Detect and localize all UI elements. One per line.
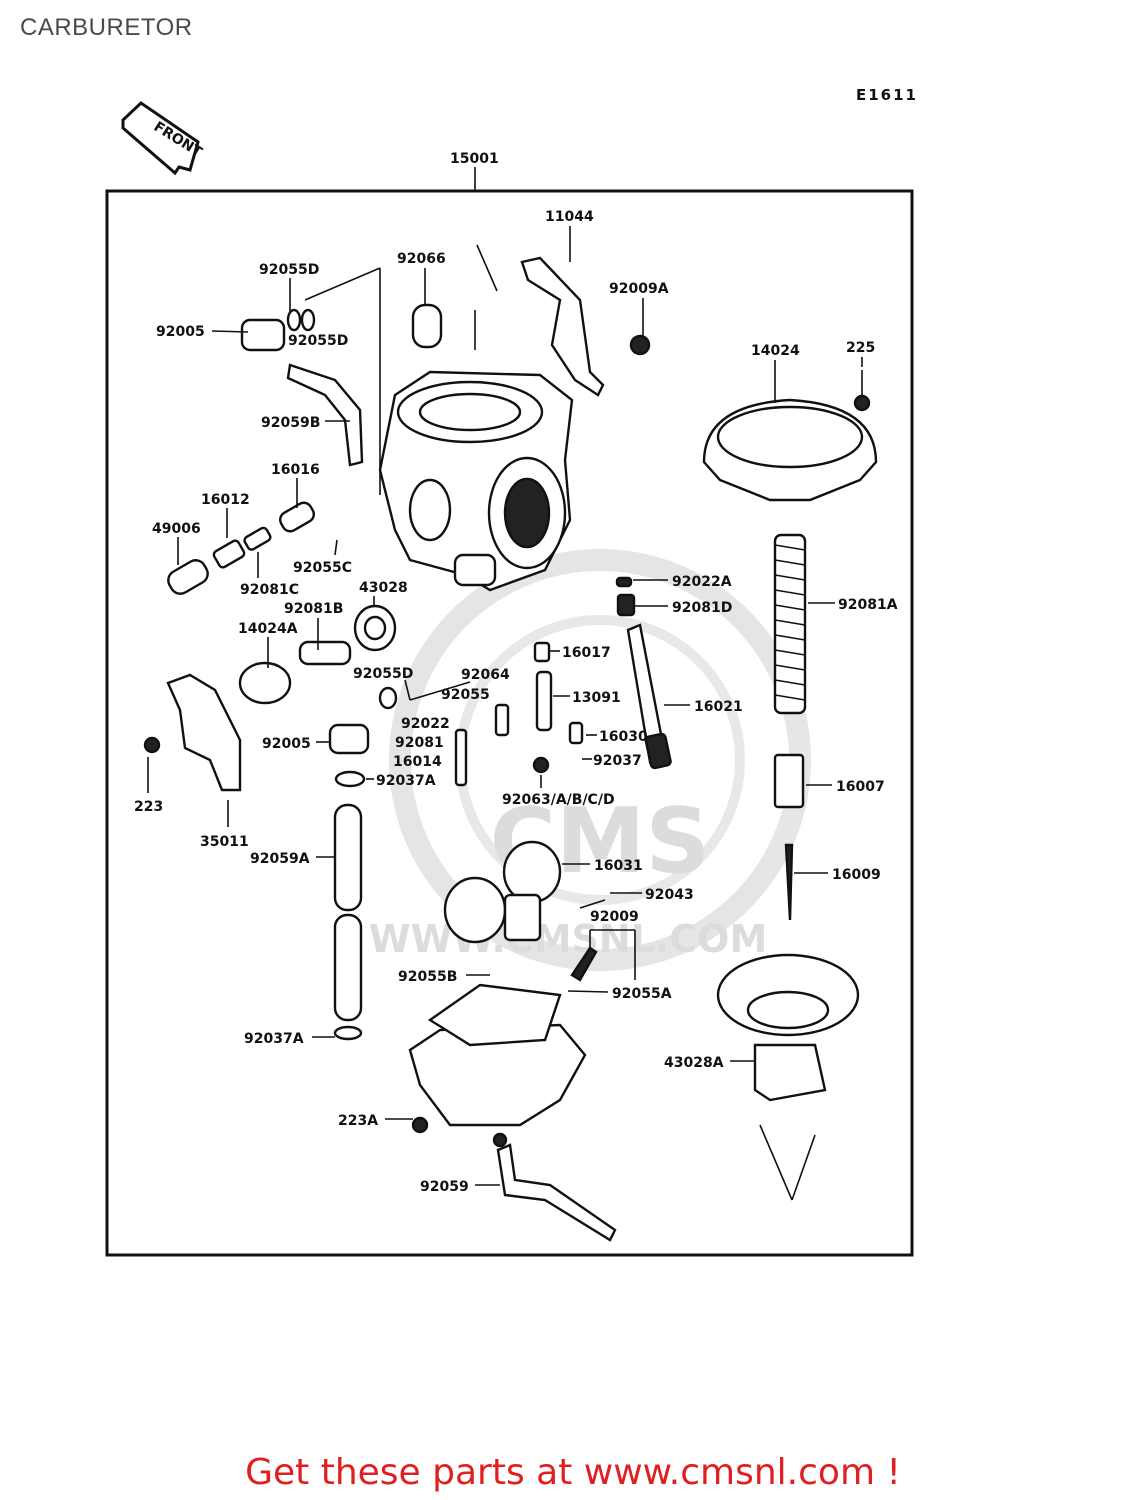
label-225: 225 — [846, 340, 875, 356]
label-92055C: 92055C — [293, 560, 352, 576]
label-92009: 92009 — [590, 909, 639, 925]
label-92081D: 92081D — [672, 600, 732, 616]
vent-hose — [286, 363, 364, 467]
label-92055D: 92055D — [259, 262, 319, 278]
call-to-action-link[interactable]: Get these parts at www.cmsnl.com ! — [245, 1452, 901, 1493]
label-92064: 92064 — [461, 667, 510, 683]
label-49006: 49006 — [152, 521, 201, 537]
label-92081C: 92081C — [240, 582, 299, 598]
label-16031: 16031 — [594, 858, 643, 874]
label-92059A: 92059A — [250, 851, 310, 867]
needle-jet — [535, 670, 553, 732]
label-16021: 16021 — [694, 699, 743, 715]
float-bowl — [408, 983, 587, 1148]
spring-92081A — [773, 533, 807, 715]
jet-needle — [784, 843, 794, 921]
label-35011: 35011 — [200, 834, 249, 850]
label-16012: 16012 — [201, 492, 250, 508]
label-16016: 16016 — [271, 462, 320, 478]
label-223A: 223A — [338, 1113, 378, 1129]
carburetor-body — [378, 370, 574, 592]
throttle-bracket — [520, 256, 605, 397]
label-92081: 92081 — [395, 735, 444, 751]
label-92063-A-B-C-D: 92063/A/B/C/D — [502, 792, 615, 808]
label-92081A: 92081A — [838, 597, 898, 613]
adjust-screw-16021 — [626, 623, 672, 770]
label-15001: 15001 — [450, 151, 499, 167]
label-14024: 14024 — [751, 343, 800, 359]
top-cover — [702, 394, 878, 502]
assembly-frame — [105, 189, 914, 1257]
exploded-parts-diagram: CMS WWW.CMSNL.COM FRONT — [105, 101, 914, 1257]
label-16009: 16009 — [832, 867, 881, 883]
page-title: CARBURETOR — [20, 14, 193, 41]
watermark-url: WWW.CMSNL.COM — [369, 917, 768, 961]
label-14024A: 14024A — [238, 621, 298, 637]
label-92037A: 92037A — [244, 1031, 304, 1047]
label-92055A: 92055A — [612, 986, 672, 1002]
label-92009A: 92009A — [609, 281, 669, 297]
label-11044: 11044 — [545, 209, 594, 225]
label-92037A: 92037A — [376, 773, 436, 789]
label-92055: 92055 — [441, 687, 490, 703]
label-16007: 16007 — [836, 779, 885, 795]
part-labels: 15001 11044 92066 92055D 92009A 92005 92… — [134, 151, 898, 1195]
float-assembly — [443, 840, 562, 944]
vacuum-piston — [716, 953, 860, 1201]
bracket-35011 — [166, 673, 242, 792]
label-92055D: 92055D — [353, 666, 413, 682]
label-13091: 13091 — [572, 690, 621, 706]
overflow-hose — [333, 803, 363, 1041]
label-92043: 92043 — [645, 887, 694, 903]
front-arrow-icon: FRONT — [121, 101, 205, 176]
leader-lines — [147, 226, 863, 1186]
label-92055D: 92055D — [288, 333, 348, 349]
label-92022: 92022 — [401, 716, 450, 732]
label-223: 223 — [134, 799, 163, 815]
needle-clip — [773, 753, 805, 809]
label-92022A: 92022A — [672, 574, 732, 590]
label-43028: 43028 — [359, 580, 408, 596]
label-92066: 92066 — [397, 251, 446, 267]
drain-hose — [496, 1143, 617, 1242]
label-92081B: 92081B — [284, 601, 343, 617]
label-16017: 16017 — [562, 645, 611, 661]
drawing-code: E1611 — [856, 86, 918, 104]
label-92055B: 92055B — [398, 969, 457, 985]
label-16030: 16030 — [599, 729, 648, 745]
label-92059: 92059 — [420, 1179, 469, 1195]
label-92059B: 92059B — [261, 415, 320, 431]
cap-92066 — [411, 303, 443, 349]
label-92005: 92005 — [262, 736, 311, 752]
label-16014: 16014 — [393, 754, 442, 770]
elbow-92005 — [240, 318, 286, 352]
label-92037: 92037 — [593, 753, 642, 769]
label-43028A: 43028A — [664, 1055, 724, 1071]
label-92005: 92005 — [156, 324, 205, 340]
